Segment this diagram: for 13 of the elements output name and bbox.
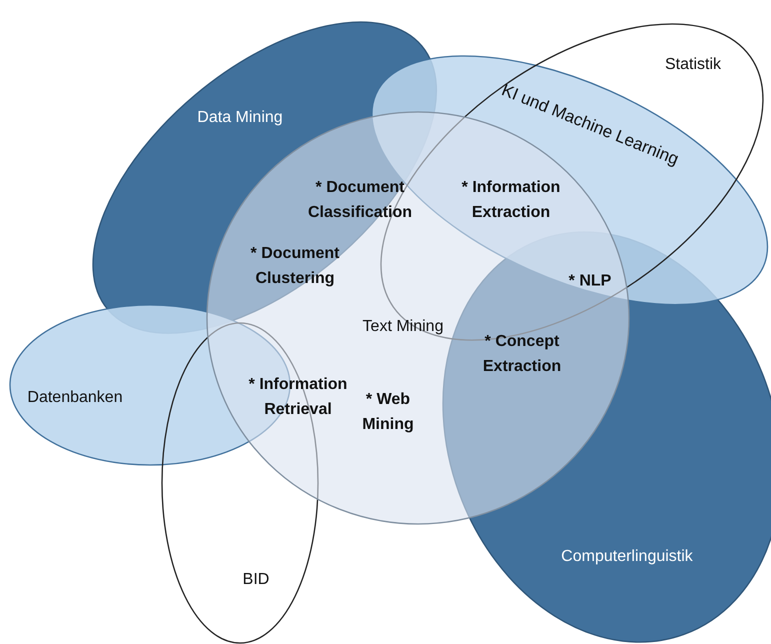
set-label: Text Mining: [362, 318, 444, 336]
topic-label: * Information Retrieval: [248, 375, 348, 420]
topic-label: * Web Mining: [361, 390, 415, 435]
set-label: Datenbanken: [27, 389, 123, 407]
topic-label: * Document Clustering: [250, 244, 340, 289]
topic-label: * Information Extraction: [460, 178, 562, 223]
set-label: Data Mining: [197, 108, 283, 127]
set-label: BID: [242, 571, 270, 589]
topic-label: * Concept Extraction: [482, 332, 562, 377]
topic-label: * NLP: [568, 272, 612, 292]
topic-label: * Document Classification: [306, 178, 414, 223]
set-label: Computerlinguistik: [561, 548, 693, 566]
set-label: Statistik: [664, 56, 721, 74]
